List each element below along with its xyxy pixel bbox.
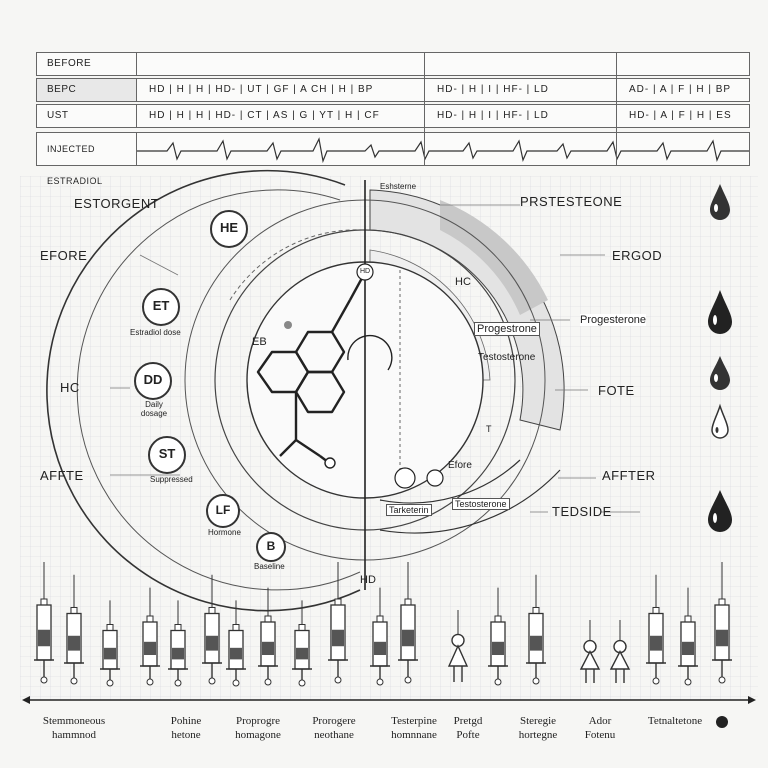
syringe-icon — [488, 587, 508, 686]
label-hc: HC — [60, 380, 80, 395]
inner-label-progestrone: Progestrone — [474, 322, 540, 336]
badge-et: ET — [142, 288, 180, 326]
table-row: INJECTED ESTRADIOL — [36, 132, 750, 186]
badge-caption: Hormone — [208, 528, 241, 537]
table-cell: HD- | H | I | HF- | LD — [437, 110, 549, 121]
syringe-icon — [646, 574, 666, 685]
x-label: Tetnaltetone — [647, 715, 703, 727]
row-label: BEPC — [37, 79, 137, 101]
inner-label-hc: HC — [455, 276, 471, 288]
row-label: UST — [37, 105, 137, 127]
syringe-icon — [712, 562, 732, 684]
label-prstesteone: PRSTESTEONE — [520, 194, 623, 209]
hormone-table: BEFORE BEPC HD | H | H | HD- | UT | GF |… — [36, 52, 750, 186]
badge-dd: DD — [134, 362, 172, 400]
droplet-icon — [710, 356, 730, 390]
droplet-icon — [711, 403, 729, 439]
inner-label-tag2: Testosterone — [452, 498, 510, 510]
end-dot-icon — [716, 716, 728, 728]
table-row: UST HD | H | H | HD- | CT | AS | G | YT … — [36, 104, 750, 128]
badge-caption: Daily dosage — [140, 400, 168, 418]
inner-label-top: Eshsterne — [380, 182, 417, 191]
table-cell: HD- | A | F | H | ES — [629, 110, 732, 121]
syringe-icon — [34, 562, 54, 684]
inner-label-eb: EB — [252, 336, 267, 348]
inner-label-tag1: Tarketerin — [386, 504, 432, 516]
syringe-icon — [292, 600, 312, 687]
syringe-icon — [678, 587, 698, 686]
badge-he: HE — [210, 210, 248, 248]
droplet-icon — [710, 184, 730, 220]
inner-label-t: T — [486, 424, 492, 434]
syringe-icon — [226, 600, 246, 687]
person-icon — [579, 620, 601, 683]
person-icon — [609, 620, 631, 683]
syringe-icon — [100, 600, 120, 687]
syringe-icon — [202, 574, 222, 685]
timeline-axis — [22, 696, 756, 704]
droplet-icon — [708, 490, 732, 532]
inner-label-progesterone: Progesterone — [580, 314, 647, 326]
inner-label-hd: HD — [360, 268, 371, 275]
droplet-column — [708, 184, 732, 532]
row-label: BEFORE — [37, 53, 137, 75]
syringe-icon — [140, 587, 160, 686]
syringe-row — [34, 562, 732, 687]
table-cell: AD- | A | F | H | BP — [629, 84, 732, 95]
ecg-trace — [137, 137, 749, 164]
syringe-icon — [64, 574, 84, 685]
label-tedside: TEDSIDE — [552, 504, 612, 519]
droplet-icon — [708, 290, 732, 334]
syringe-icon — [328, 562, 348, 684]
label-affte: AFFTE — [40, 468, 84, 483]
table-row: BEFORE — [36, 52, 750, 76]
label-ergod: ERGOD — [612, 248, 663, 263]
steroid-molecule-icon — [256, 277, 364, 463]
label-efore: EFORE — [40, 248, 88, 263]
badge-caption: Suppressed — [150, 475, 193, 484]
inner-label-testosterone: Testosterone — [478, 352, 536, 363]
table-cell: HD | H | H | HD- | UT | GF | A CH | H | … — [149, 84, 374, 95]
badge-b: B — [256, 532, 286, 562]
inner-label-hd-bottom: HD — [360, 574, 376, 586]
table-cell: HD | H | H | HD- | CT | AS | G | YT | H … — [149, 110, 380, 121]
badge-caption: Estradiol dose — [130, 328, 181, 337]
badge-caption: Baseline — [254, 562, 285, 571]
syringe-icon — [258, 587, 278, 686]
syringe-icon — [526, 574, 546, 685]
syringe-icon — [370, 587, 390, 686]
label-estorgent: ESTORGENT — [74, 196, 160, 211]
table-cell: HD- | H | I | HF- | LD — [437, 84, 549, 95]
label-affter: AFFTER — [602, 468, 656, 483]
badge-st: ST — [148, 436, 186, 474]
label-fote: FOTE — [598, 383, 635, 398]
badge-lf: LF — [206, 494, 240, 528]
syringe-icon — [398, 562, 418, 684]
inner-label-efore: Efore — [448, 460, 472, 471]
person-icon — [447, 610, 469, 682]
table-row: BEPC HD | H | H | HD- | UT | GF | A CH |… — [36, 78, 750, 102]
syringe-icon — [168, 600, 188, 687]
